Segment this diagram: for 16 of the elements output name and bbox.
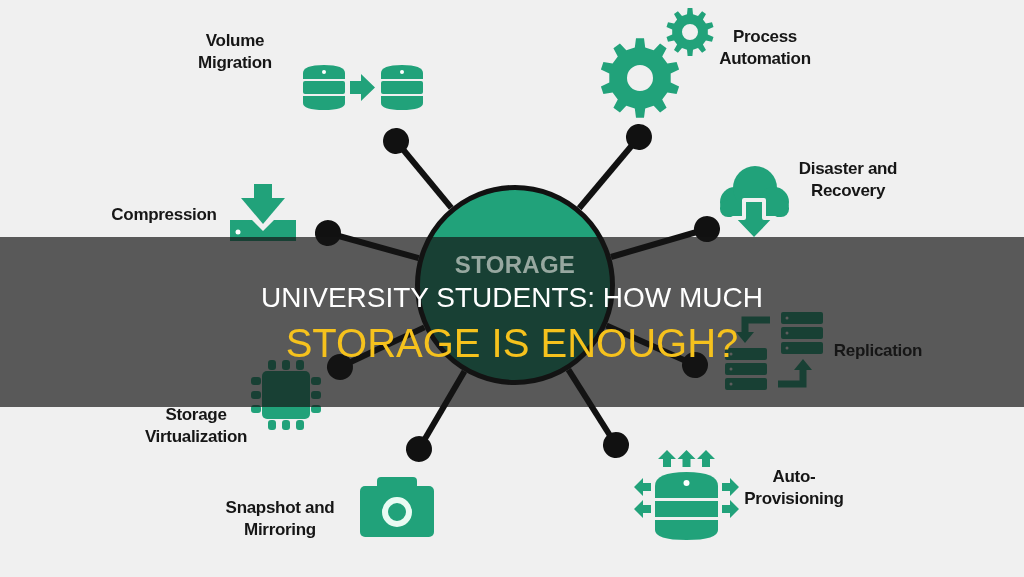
node-label: Snapshot and Mirroring [224, 497, 336, 541]
spoke-line [610, 216, 720, 260]
node-label: Disaster and Recovery [797, 158, 899, 202]
node-label: Process Automation [718, 26, 812, 70]
spoke-line [315, 220, 420, 262]
node-label: Auto-Provisioning [743, 466, 845, 510]
spoke-line [576, 124, 652, 211]
node-label: Volume Migration [197, 30, 273, 74]
node-label: Compression [110, 204, 218, 226]
spoke-line [383, 128, 454, 210]
title: UNIVERSITY STUDENTS: HOW MUCH STORAGE IS ENOUGH? [261, 281, 763, 367]
node-label: Replication [832, 340, 924, 362]
spoke-line [327, 324, 426, 380]
spoke-line [605, 322, 708, 378]
node-label: Storage Virtualization [143, 404, 249, 448]
hub-label: STORAGE [454, 251, 576, 279]
